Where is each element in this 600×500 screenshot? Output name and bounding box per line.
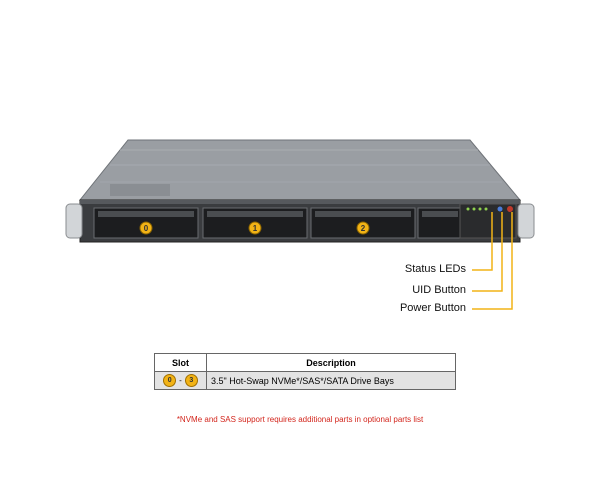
leader-line [472, 212, 513, 310]
leader-line [472, 212, 493, 271]
bay-number-badge [356, 221, 370, 235]
bay-number-badge [139, 221, 153, 235]
uid-button-icon [497, 206, 503, 212]
status-led-1 [466, 207, 470, 211]
vent-area [110, 184, 170, 196]
leader-line [472, 212, 503, 292]
slot-header: Slot [154, 353, 207, 372]
slot-table: Slot Description 0-3 3.5" Hot-Swap NVMe*… [154, 353, 456, 390]
bay-number-badge [248, 221, 262, 235]
drive-bay-1[interactable]: 1 [202, 207, 308, 239]
slot-description: 3.5" Hot-Swap NVMe*/SAS*/SATA Drive Bays [206, 371, 456, 390]
bay-number-label: 1 [253, 224, 258, 233]
rack-ear-left [65, 203, 83, 239]
slot-range-separator: - [179, 376, 182, 385]
slot-end-badge: 3 [184, 374, 198, 387]
bay-number-label: 2 [361, 224, 366, 233]
callout-label-0: Status LEDs [404, 263, 466, 275]
callout-label-1: UID Button [412, 284, 466, 296]
server-diagram: 0123 [65, 139, 535, 310]
description-header: Description [206, 353, 456, 372]
status-led-3 [478, 207, 482, 211]
callout-label-2: Power Button [399, 302, 466, 314]
slot-range: 0-3 [154, 371, 207, 390]
slot-start-badge: 0 [163, 374, 177, 387]
drive-bay-0[interactable]: 0 [93, 207, 199, 239]
status-led-4 [484, 207, 488, 211]
power-button-icon [507, 206, 513, 212]
table-row: 0-3 3.5" Hot-Swap NVMe*/SAS*/SATA Drive … [154, 371, 456, 390]
rack-ear-right [517, 203, 535, 239]
status-led-2 [472, 207, 476, 211]
drive-bay-2[interactable]: 2 [310, 207, 416, 239]
footnote: *NVMe and SAS support requires additiona… [176, 415, 424, 424]
bay-number-label: 0 [144, 224, 149, 233]
